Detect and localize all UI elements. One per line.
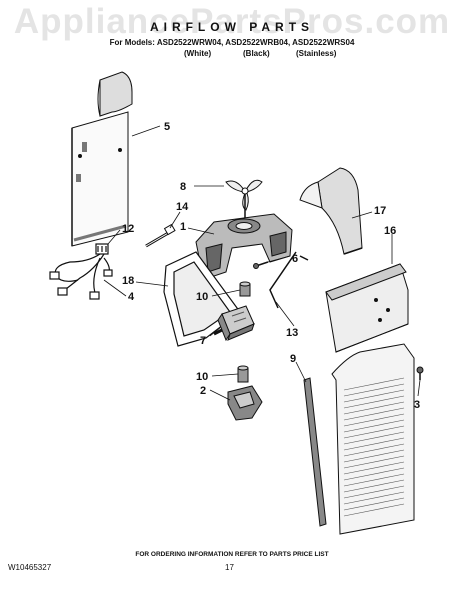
part-14-cord	[145, 223, 176, 248]
part-6-screw	[253, 261, 269, 269]
callout-4: 4	[128, 291, 135, 303]
variant-black-label: (Black)	[243, 49, 270, 58]
variant-stainless-label: (Stainless)	[296, 49, 337, 58]
part-1-fan-housing	[195, 213, 293, 279]
callout-7: 7	[200, 335, 206, 347]
callout-16: 16	[384, 225, 396, 237]
callout-10-upper: 10	[196, 291, 208, 303]
callout-6: 6	[292, 253, 298, 265]
part-9-foam-strip	[303, 377, 327, 527]
document-number: W10465327	[8, 563, 52, 572]
part-17-rear-cover	[299, 167, 363, 255]
callout-5: 5	[164, 121, 170, 133]
callout-1: 1	[180, 221, 186, 233]
lower-evaporator-cover	[331, 343, 415, 535]
callout-3: 3	[414, 399, 420, 411]
watermark: AppliancePartsPros.com	[13, 2, 451, 41]
part-12-wire-harness	[49, 243, 113, 300]
callout-2: 2	[200, 385, 206, 397]
page-title: AIRFLOW PARTS	[149, 20, 315, 34]
callout-13: 13	[286, 327, 298, 339]
callout-18: 18	[122, 275, 134, 287]
leader-lines	[103, 125, 421, 401]
part-10-coupler-upper	[239, 281, 251, 297]
part-7-motor	[213, 305, 255, 342]
callout-9: 9	[290, 353, 296, 365]
callout-8: 8	[180, 181, 186, 193]
callout-17: 17	[374, 205, 386, 217]
callout-14: 14	[176, 201, 189, 213]
page-number: 17	[225, 563, 234, 572]
part-16-divider-cover	[325, 263, 409, 353]
part-13-wire-clip	[269, 251, 309, 309]
variant-white-label: (White)	[184, 49, 212, 58]
callout-10-lower: 10	[196, 371, 208, 383]
part-3-screw	[416, 366, 424, 380]
part-10-coupler-lower	[237, 365, 249, 383]
ordering-info: FOR ORDERING INFORMATION REFER TO PARTS …	[135, 551, 329, 558]
callout-12: 12	[122, 223, 134, 235]
model-list: For Models: ASD2522WRW04, ASD2522WRB04, …	[109, 38, 355, 47]
part-8-fan-blade	[225, 179, 263, 222]
callout-labels: 5 8 14 1 17 12 16 6 18 4 10 13 7 9 10 2 …	[122, 121, 420, 411]
part-5-air-duct	[71, 71, 133, 247]
part-2-bracket	[227, 385, 263, 421]
